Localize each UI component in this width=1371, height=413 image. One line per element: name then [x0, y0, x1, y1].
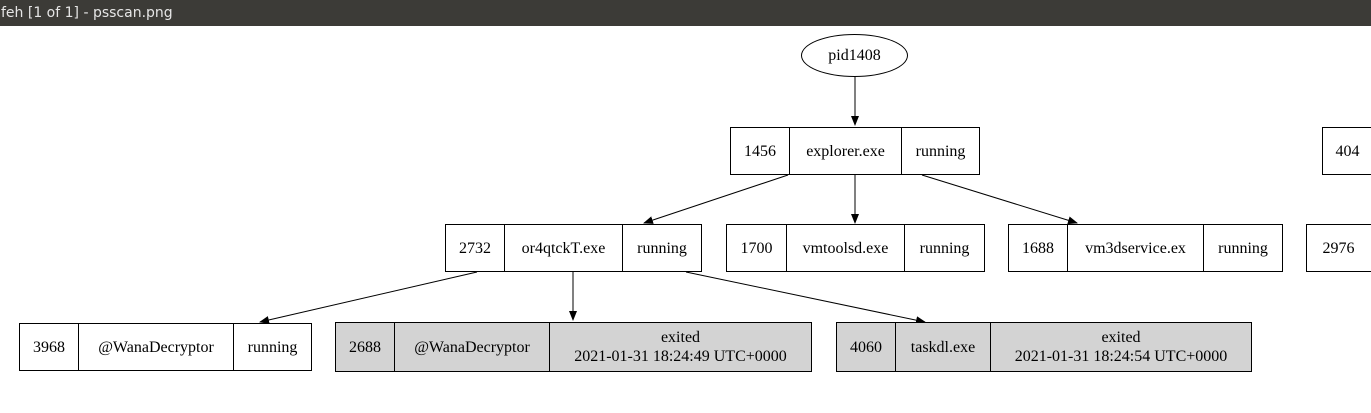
status-cell: running	[1218, 239, 1268, 257]
name-cell: vm3dservice.ex	[1068, 225, 1204, 271]
process-node-wanadecryptor-running: 3968 @WanaDecryptor running	[19, 323, 312, 371]
process-node-wanadecryptor-exited: 2688 @WanaDecryptor exited 2021-01-31 18…	[335, 322, 812, 372]
name-cell: explorer.exe	[790, 128, 902, 174]
graph-edges	[259, 77, 1078, 325]
name-cell: @WanaDecryptor	[79, 324, 234, 370]
name-cell: vmtoolsd.exe	[787, 225, 905, 271]
process-node-taskdl: 4060 taskdl.exe exited 2021-01-31 18:24:…	[836, 322, 1252, 372]
root-label: pid1408	[828, 46, 881, 64]
pid-cell: 2732	[446, 225, 505, 271]
edge-or4q-wana1	[259, 271, 478, 324]
graph-canvas: pid1408 1456 explorer.exe running 404 27…	[0, 26, 1371, 413]
status-cell: exited 2021-01-31 18:24:54 UTC+0000	[991, 323, 1251, 371]
pid-cell: 404	[1335, 142, 1360, 160]
status-cell: exited 2021-01-31 18:24:49 UTC+0000	[550, 323, 811, 371]
window-title: feh [1 of 1] - psscan.png	[1, 5, 173, 21]
pid-cell: 2976	[1322, 239, 1355, 257]
name-cell: or4qtckT.exe	[505, 225, 623, 271]
root-node: pid1408	[801, 34, 908, 77]
process-node-partial-2976: 2976	[1306, 224, 1371, 272]
pid-cell: 1700	[727, 225, 787, 271]
status-text: exited	[660, 329, 701, 346]
status-text: exited	[1101, 329, 1141, 346]
pid-cell: 1456	[731, 128, 790, 174]
window-title-bar: feh [1 of 1] - psscan.png	[0, 0, 1371, 26]
process-node-partial-404: 404	[1322, 127, 1371, 175]
process-node-or4qtckt: 2732 or4qtckT.exe running	[445, 224, 702, 272]
name-cell: taskdl.exe	[896, 323, 991, 371]
edge-explorer-or4q	[643, 174, 789, 224]
process-node-explorer: 1456 explorer.exe running	[730, 127, 980, 175]
name-cell: @WanaDecryptor	[395, 323, 550, 371]
status-cell: running	[915, 142, 966, 160]
edge-or4q-taskdl	[685, 271, 926, 325]
status-cell: running	[247, 338, 298, 356]
exit-time: 2021-01-31 18:24:49 UTC+0000	[574, 348, 787, 365]
pid-cell: 4060	[837, 323, 896, 371]
pid-cell: 2688	[336, 323, 395, 371]
edge-explorer-vm3d	[921, 174, 1078, 225]
pid-cell: 1688	[1009, 225, 1068, 271]
status-cell: running	[919, 239, 970, 257]
exit-time: 2021-01-31 18:24:54 UTC+0000	[1014, 348, 1228, 365]
pid-cell: 3968	[20, 324, 79, 370]
process-node-vmtoolsd: 1700 vmtoolsd.exe running	[726, 224, 985, 272]
process-node-vm3dservice: 1688 vm3dservice.ex running	[1008, 224, 1283, 272]
status-cell: running	[637, 239, 687, 257]
